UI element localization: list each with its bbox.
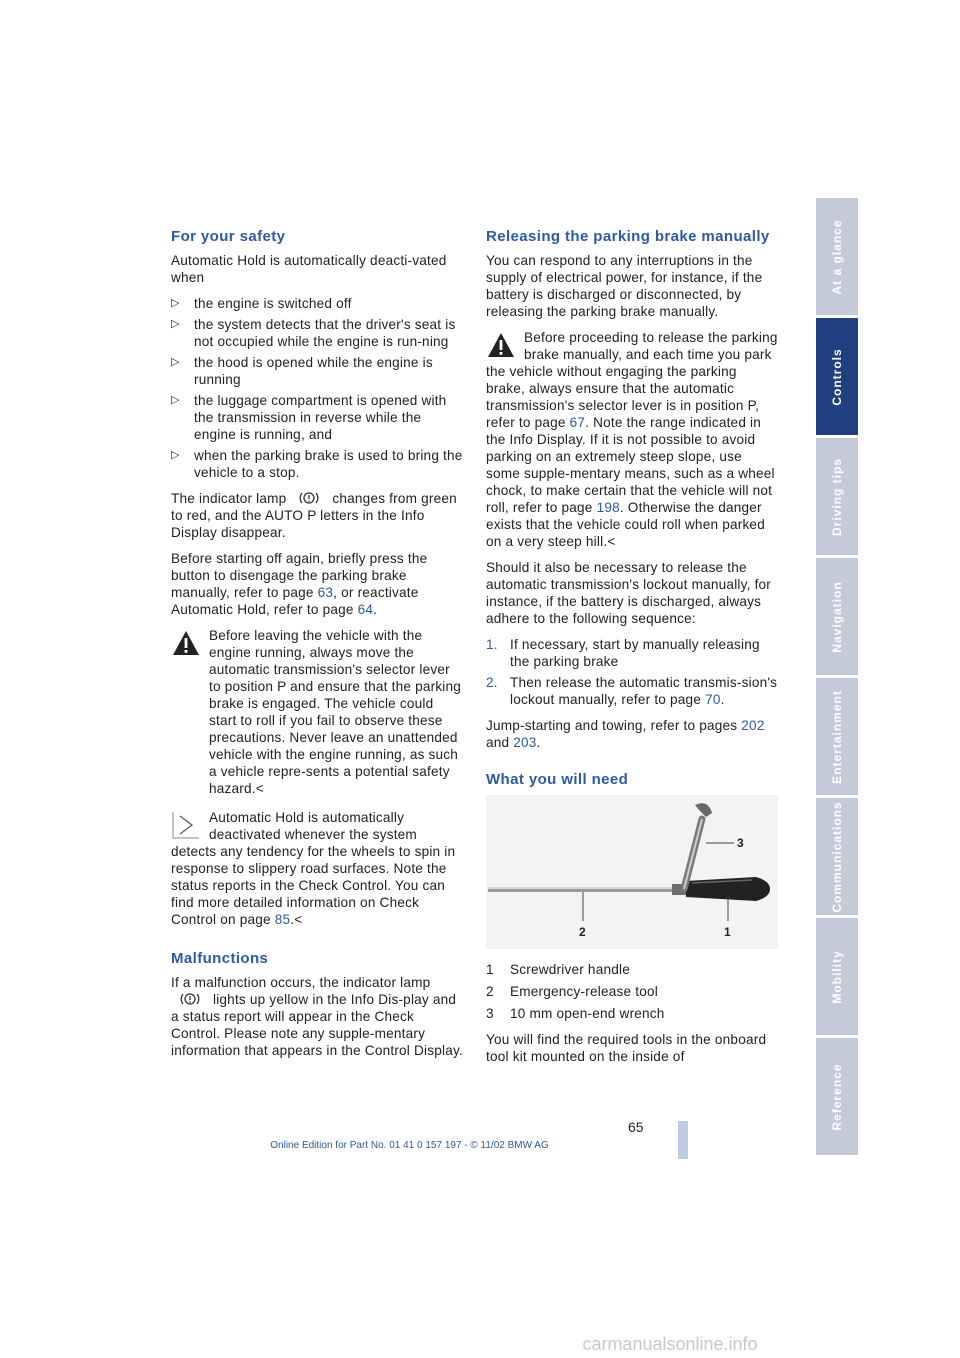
page-link[interactable]: 198: [596, 500, 620, 515]
lockout-paragraph: Should it also be necessary to release t…: [486, 560, 772, 626]
page-link[interactable]: 67: [569, 415, 586, 430]
tools-figure: 3 1 2: [486, 795, 778, 949]
tab-navigation[interactable]: Navigation: [816, 558, 858, 675]
figure-label: 1: [724, 925, 731, 939]
section-heading-release: Releasing the parking brake manually: [486, 228, 770, 245]
tab-communications[interactable]: Communications: [816, 798, 858, 915]
warning-triangle-icon: [488, 333, 514, 357]
malfunction-paragraph: If a malfunction occurs, the indicator l…: [171, 975, 463, 1058]
footer: Online Edition for Part No. 01 41 0 157 …: [270, 1140, 549, 1151]
warning-note: Before leaving the vehicle with the engi…: [171, 627, 463, 797]
indicator-paragraph: The indicator lamp changes from green to…: [171, 491, 457, 540]
tab-entertainment[interactable]: Entertainment: [816, 678, 858, 795]
tab-controls[interactable]: Controls: [816, 318, 858, 435]
tools-paragraph: You will find the required tools in the …: [486, 1032, 767, 1064]
page-link[interactable]: 85: [274, 912, 291, 927]
section-heading-safety: For your safety: [171, 228, 286, 245]
note-text: Automatic Hold is automatically deactiva…: [171, 810, 456, 927]
release-intro: You can respond to any interruptions in …: [486, 253, 763, 319]
tab-reference[interactable]: Reference: [816, 1038, 858, 1155]
right-column: Releasing the parking brake manually You…: [486, 228, 778, 1074]
page-number: 65: [628, 1119, 644, 1135]
indicator-lamp-icon: [300, 492, 319, 504]
list-item: the hood is opened while the engine is r…: [171, 354, 463, 388]
tab-at-a-glance[interactable]: At a glance: [816, 198, 858, 315]
warning-triangle-icon: [173, 631, 199, 655]
tools-illustration: 3 1 2: [486, 795, 778, 949]
list-item: when the parking brake is used to bring …: [171, 447, 463, 481]
warning-text: Before proceeding to release the parking…: [486, 330, 778, 549]
list-item: the engine is switched off: [171, 295, 463, 312]
note-arrow-icon: [172, 812, 199, 839]
safety-bullet-list: the engine is switched off the system de…: [171, 295, 463, 481]
warning-text: Before leaving the vehicle with the engi…: [209, 628, 462, 796]
page-marker-bar: [678, 1121, 688, 1159]
page-link[interactable]: 203: [513, 735, 537, 750]
section-heading-need: What you will need: [486, 771, 629, 788]
page-link[interactable]: 64: [357, 602, 374, 617]
tab-driving-tips[interactable]: Driving tips: [816, 438, 858, 555]
warning-note: Before proceeding to release the parking…: [486, 329, 778, 550]
page-link[interactable]: 202: [741, 718, 765, 733]
tab-mobility[interactable]: Mobility: [816, 918, 858, 1035]
watermark: carmanualsonline.info: [582, 1334, 758, 1354]
steps-list: 1. If necessary, start by manually relea…: [486, 636, 778, 708]
jump-paragraph: Jump-starting and towing, refer to pages…: [486, 718, 765, 750]
page-link[interactable]: 63: [317, 585, 334, 600]
before-start-paragraph: Before starting off again, briefly press…: [171, 551, 428, 617]
list-item: 2. Then release the automatic transmis-s…: [486, 675, 778, 707]
list-item: 1. If necessary, start by manually relea…: [486, 637, 760, 669]
left-column: For your safety Automatic Hold is automa…: [171, 228, 463, 1068]
list-item: the luggage compartment is opened with t…: [171, 392, 463, 443]
safety-intro: Automatic Hold is automatically deacti-v…: [171, 253, 447, 285]
page-link[interactable]: 70: [705, 692, 721, 707]
figure-label: 2: [579, 925, 586, 939]
section-heading-malfunctions: Malfunctions: [171, 950, 269, 967]
list-item: the system detects that the driver's sea…: [171, 316, 463, 350]
chapter-tabs: At a glance Controls Driving tips Naviga…: [816, 198, 858, 1158]
info-note: Automatic Hold is automatically deactiva…: [171, 809, 463, 928]
indicator-lamp-icon: [180, 993, 200, 1005]
figure-label: 3: [737, 836, 744, 850]
